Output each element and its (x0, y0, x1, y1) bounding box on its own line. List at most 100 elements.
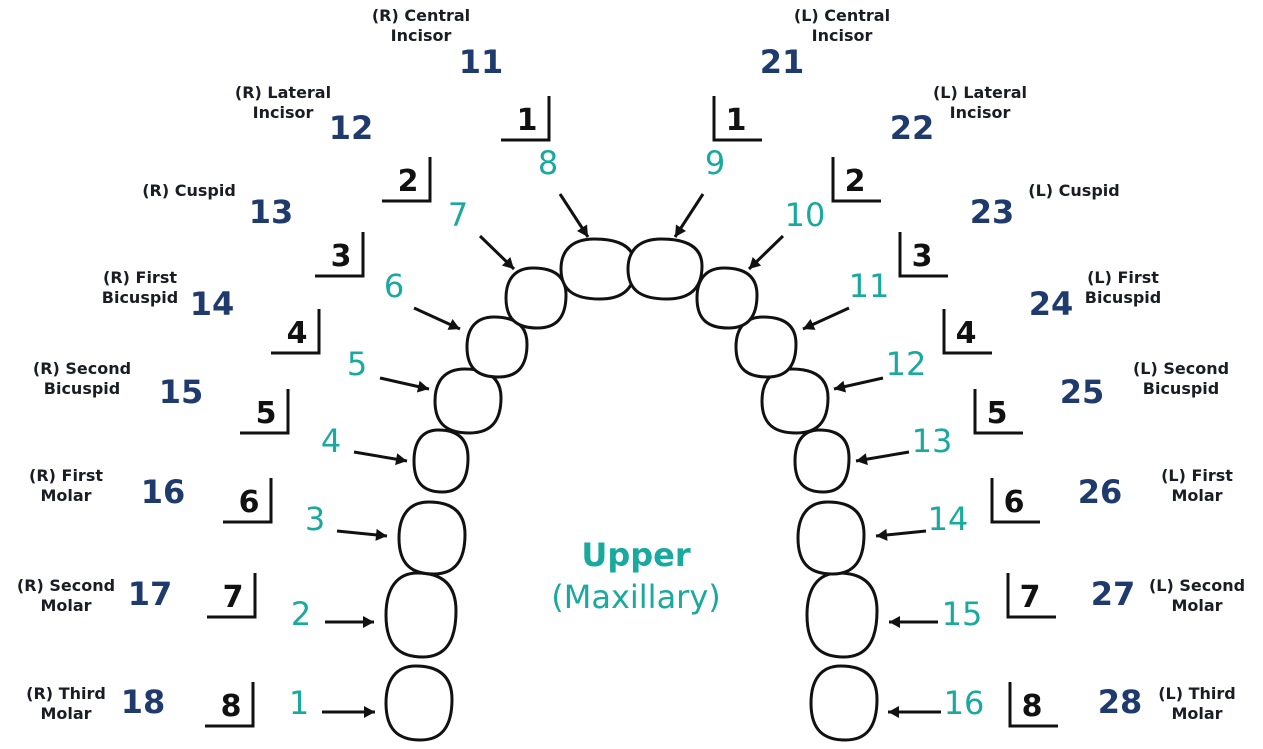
fdi-number: 13 (249, 193, 294, 231)
tooth-shape (811, 666, 877, 740)
tooth-name-line: Bicuspid (1085, 288, 1161, 307)
tooth-shape (736, 317, 796, 377)
tooth-name-line: Molar (40, 596, 91, 615)
tooth-name-line: (R) Central (372, 6, 470, 25)
universal-number: 2 (291, 595, 311, 633)
palmer-number: 7 (1020, 580, 1041, 615)
tooth-name: (R) SecondMolar (17, 576, 115, 615)
tooth-name-line: (L) Cuspid (1028, 181, 1119, 200)
tooth-name: (R) Cuspid (142, 181, 236, 200)
tooth-name-line: Molar (1171, 596, 1222, 615)
palmer-number: 4 (956, 316, 977, 351)
palmer-number: 4 (287, 316, 308, 351)
tooth-name-line: (L) Second (1149, 576, 1245, 595)
tooth-name-line: (R) First (103, 268, 177, 287)
arrow-head (889, 616, 900, 628)
tooth-name-line: Incisor (812, 26, 873, 45)
palmer-number: 3 (912, 239, 933, 274)
tooth-label-group: (R) LateralIncisor1227 (235, 83, 514, 269)
chart-subtitle: (Maxillary) (551, 578, 721, 616)
fdi-number: 23 (970, 193, 1015, 231)
tooth-shape (628, 239, 702, 299)
tooth-name: (R) FirstMolar (29, 466, 103, 505)
universal-number: 11 (849, 267, 890, 305)
tooth-shape (386, 666, 452, 740)
palmer-number: 8 (221, 689, 242, 724)
palmer-number: 1 (726, 103, 747, 138)
arrow-head (876, 529, 888, 541)
tooth-name-line: (R) Third (26, 684, 106, 703)
fdi-number: 25 (1060, 373, 1105, 411)
tooth-name-line: (L) Second (1133, 359, 1229, 378)
fdi-number: 17 (128, 575, 173, 613)
fdi-number: 28 (1098, 683, 1143, 721)
tooth-name-line: Molar (1171, 486, 1222, 505)
tooth-shape (762, 369, 828, 433)
tooth-name-line: (R) Cuspid (142, 181, 236, 200)
arrow-head (364, 706, 375, 718)
universal-number: 15 (942, 595, 983, 633)
tooth-shape (399, 502, 465, 574)
tooth-name-line: Molar (40, 704, 91, 723)
fdi-number: 15 (159, 373, 204, 411)
fdi-number: 12 (329, 109, 374, 147)
tooth-label-group: (L) LateralIncisor22210 (749, 83, 1027, 269)
tooth-shape (697, 268, 757, 328)
palmer-number: 6 (239, 485, 260, 520)
fdi-number: 21 (760, 43, 805, 81)
arrow-head (856, 453, 868, 465)
tooth-name: (L) Cuspid (1028, 181, 1119, 200)
tooth-name-line: Incisor (253, 103, 314, 122)
universal-number: 10 (785, 196, 826, 234)
tooth-name-line: (L) First (1161, 466, 1233, 485)
fdi-number: 14 (190, 285, 235, 323)
tooth-name-line: (L) Central (794, 6, 890, 25)
tooth-shape (561, 239, 635, 299)
fdi-number: 22 (890, 109, 935, 147)
tooth-shape (795, 430, 849, 492)
tooth-name-line: Molar (1171, 704, 1222, 723)
chart-title: Upper (581, 536, 691, 574)
universal-number: 14 (928, 500, 969, 538)
tooth-shape (798, 502, 864, 574)
palmer-number: 2 (845, 164, 866, 199)
tooth-name-line: Bicuspid (102, 288, 178, 307)
fdi-number: 11 (459, 43, 504, 81)
tooth-name-line: (R) Second (33, 359, 131, 378)
tooth-shape (386, 573, 456, 657)
tooth-name: (L) FirstMolar (1161, 466, 1233, 505)
palmer-number: 7 (223, 580, 244, 615)
palmer-number: 2 (398, 164, 419, 199)
tooth-name-line: (R) Second (17, 576, 115, 595)
arrow-head (363, 616, 374, 628)
arrow-head (834, 381, 846, 393)
arrow-head (888, 706, 899, 718)
arrow-head (395, 453, 407, 465)
palmer-number: 5 (256, 396, 277, 431)
tooth-name-line: (R) First (29, 466, 103, 485)
universal-number: 4 (321, 422, 341, 460)
palmer-number: 3 (331, 239, 352, 274)
universal-number: 9 (705, 144, 725, 182)
fdi-number: 27 (1091, 575, 1136, 613)
tooth-name-line: (L) First (1087, 268, 1159, 287)
universal-number: 16 (944, 684, 985, 722)
tooth-name-line: Incisor (950, 103, 1011, 122)
tooth-name-line: (R) Lateral (235, 83, 331, 102)
tooth-label-group: (R) FirstMolar1663 (29, 466, 387, 541)
